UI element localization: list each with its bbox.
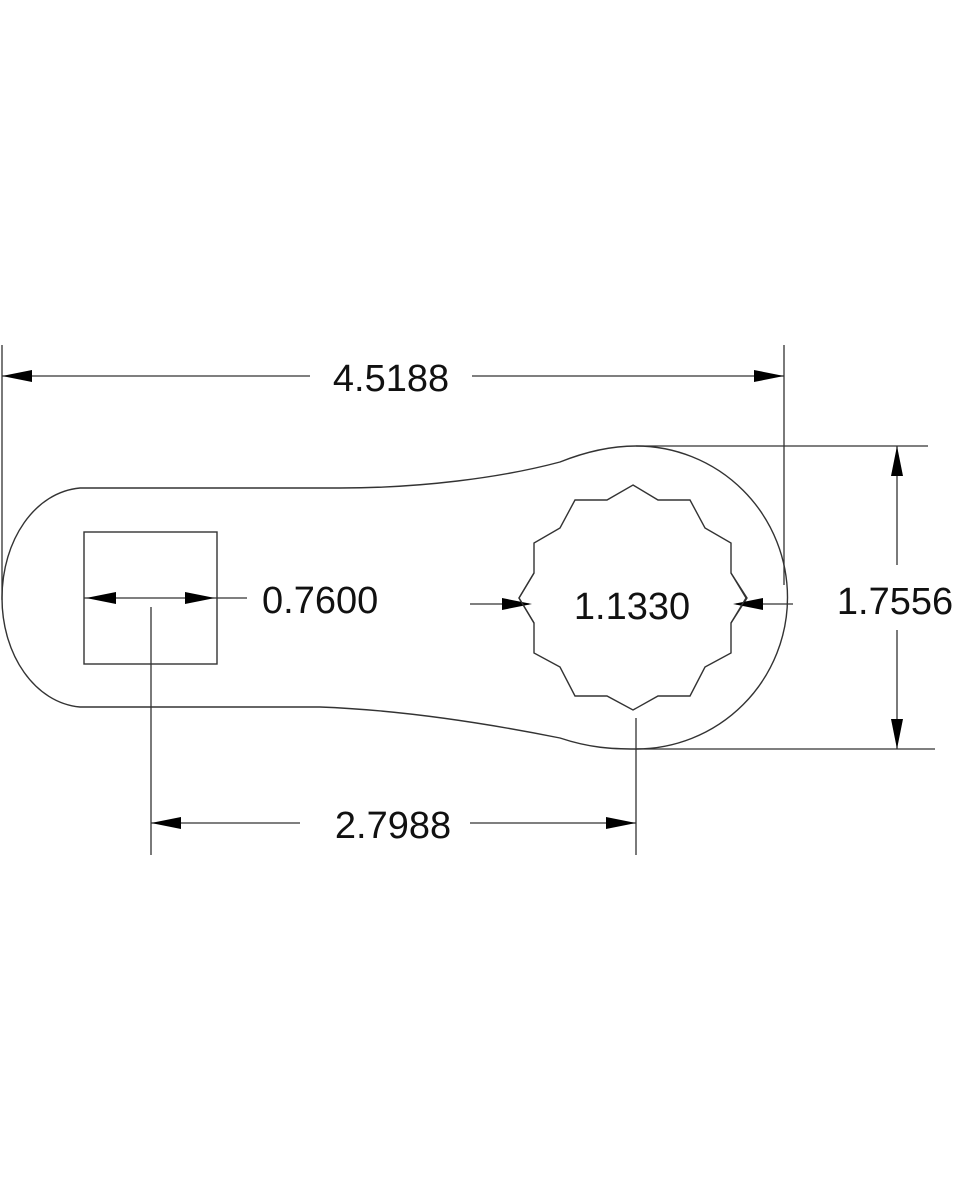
dimension-square-drive: 0.7600 xyxy=(84,580,378,622)
handle-outline xyxy=(1,445,789,750)
dimension-twelve-point: 1.1330 xyxy=(470,572,793,628)
arrow-left-icon xyxy=(2,370,32,382)
dimension-label-square-drive: 0.7600 xyxy=(262,580,378,622)
dimension-ring-height: 1.7556 xyxy=(636,445,953,750)
arrow-right-icon xyxy=(185,592,215,604)
arrow-right-icon xyxy=(502,598,532,610)
arrow-right-icon xyxy=(754,370,784,382)
dimension-center-to-center: 2.7988 xyxy=(150,607,637,855)
dimension-label-twelve-point: 1.1330 xyxy=(574,586,690,628)
dimension-label-overall-length: 4.5188 xyxy=(333,358,449,400)
arrow-left-icon xyxy=(86,592,116,604)
dimension-label-ring-height: 1.7556 xyxy=(837,581,953,623)
dimension-label-center-to-center: 2.7988 xyxy=(335,805,451,847)
arrow-right-icon xyxy=(606,817,636,829)
arrow-down-icon xyxy=(891,719,903,749)
dimension-overall-length: 4.5188 xyxy=(1,345,785,600)
arrow-up-icon xyxy=(891,446,903,476)
arrow-left-icon xyxy=(151,817,181,829)
arrow-left-icon xyxy=(733,598,763,610)
twelve-point-socket-opening xyxy=(518,484,748,711)
